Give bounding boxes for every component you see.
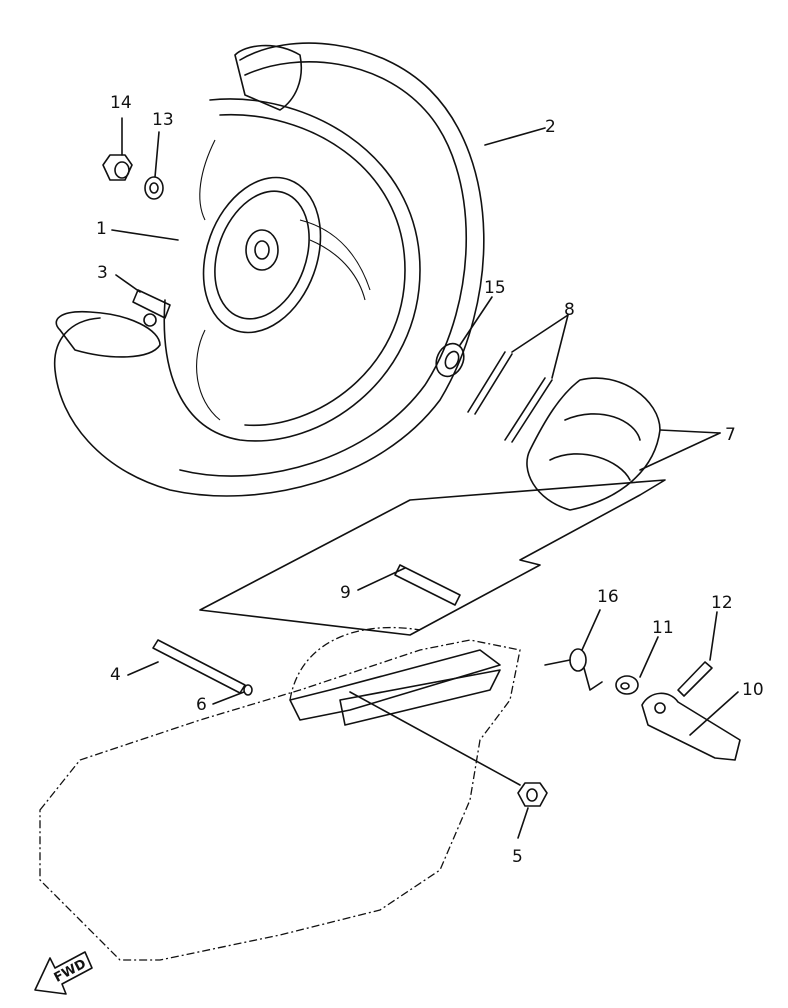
callout-14: 14 xyxy=(110,93,132,113)
axle-nut-part-14 xyxy=(102,154,133,181)
callout-6: 6 xyxy=(196,695,207,715)
callout-11: 11 xyxy=(652,618,674,638)
tire-part-2 xyxy=(53,42,485,497)
callout-4: 4 xyxy=(110,665,121,685)
washer-part-11 xyxy=(615,675,639,695)
callout-12: 12 xyxy=(711,593,733,613)
camshaft-part-4 xyxy=(152,639,246,694)
oil-seal-part-15 xyxy=(435,342,465,378)
brake-shoe-part-7 xyxy=(526,377,661,511)
wheel-part-1 xyxy=(163,98,421,442)
brake-lever-part-10 xyxy=(641,692,741,761)
callout-10: 10 xyxy=(742,680,764,700)
leader-lines xyxy=(111,117,739,839)
indicator-shaft-part-9 xyxy=(394,564,461,606)
callout-3: 3 xyxy=(97,263,108,283)
o-ring-part-6 xyxy=(243,684,253,696)
callout-8: 8 xyxy=(564,300,575,320)
forward-label: FWD xyxy=(52,957,89,986)
callout-15: 15 xyxy=(484,278,506,298)
crankcase-outline xyxy=(39,626,521,961)
nut-part-5 xyxy=(517,782,548,807)
assembly-outline xyxy=(199,479,666,636)
callout-1: 1 xyxy=(96,219,107,239)
callout-7: 7 xyxy=(725,425,736,445)
spring-part-8 xyxy=(467,351,553,443)
washer-part-13 xyxy=(144,176,164,200)
bolt-part-12 xyxy=(677,661,713,697)
return-spring-part-16 xyxy=(544,648,603,691)
callout-9: 9 xyxy=(340,583,351,603)
valve-part-3 xyxy=(132,289,171,327)
callout-13: 13 xyxy=(152,110,174,130)
callout-16: 16 xyxy=(597,587,619,607)
callout-5: 5 xyxy=(512,847,523,867)
forward-arrow-icon: FWD xyxy=(34,951,93,995)
callout-2: 2 xyxy=(545,117,556,137)
